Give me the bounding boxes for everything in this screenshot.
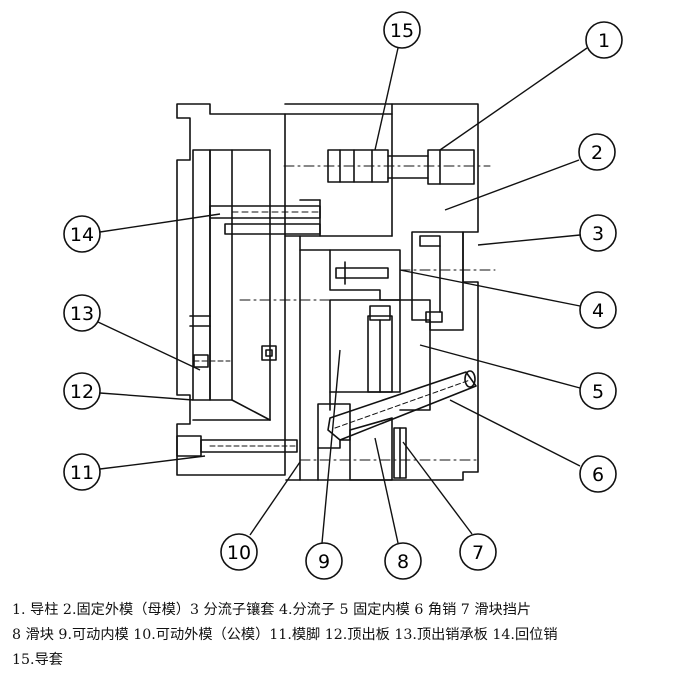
callout-number: 15 xyxy=(390,20,414,42)
callout-circle xyxy=(585,21,623,59)
callout-circle xyxy=(579,214,617,252)
callout-circle xyxy=(383,11,421,49)
callout-circle xyxy=(63,453,101,491)
leader-7 xyxy=(402,441,473,535)
angle-pin xyxy=(327,371,477,441)
callout-1: 1 xyxy=(585,21,623,59)
callout-15: 15 xyxy=(383,11,421,49)
leader-14 xyxy=(99,213,221,233)
callout-9: 9 xyxy=(305,542,343,580)
leader-11 xyxy=(99,455,206,470)
callout-number: 2 xyxy=(591,142,603,164)
leader-12 xyxy=(99,392,194,401)
callout-10: 10 xyxy=(220,533,258,571)
callout-number: 12 xyxy=(70,381,94,403)
leader-9 xyxy=(321,349,341,544)
callout-number: 10 xyxy=(227,542,251,564)
callout-6: 6 xyxy=(579,455,617,493)
callout-11: 11 xyxy=(63,453,101,491)
ejector-pin-plate xyxy=(209,149,233,401)
callout-circle xyxy=(578,133,616,171)
callout-number: 1 xyxy=(598,30,610,52)
callout-circle xyxy=(63,372,101,410)
callout-number: 6 xyxy=(592,464,604,486)
callout-5: 5 xyxy=(579,372,617,410)
leader-5 xyxy=(419,344,581,389)
leader-15 xyxy=(374,47,399,151)
callout-8: 8 xyxy=(384,542,422,580)
callout-circle xyxy=(305,542,343,580)
callout-circle xyxy=(63,294,101,332)
legend-line-3: 15.导套 xyxy=(12,652,63,668)
callout-circle xyxy=(579,455,617,493)
callout-2: 2 xyxy=(578,133,616,171)
callout-number: 3 xyxy=(592,223,604,245)
callout-number: 5 xyxy=(592,381,604,403)
callout-circle xyxy=(459,533,497,571)
leader-6 xyxy=(449,399,581,467)
callout-3: 3 xyxy=(579,214,617,252)
callout-number: 9 xyxy=(318,551,330,573)
callout-12: 12 xyxy=(63,372,101,410)
leader-1 xyxy=(439,47,588,151)
leader-2 xyxy=(444,159,580,211)
callout-13: 13 xyxy=(63,294,101,332)
callout-number: 4 xyxy=(592,300,604,322)
callout-number: 7 xyxy=(472,542,484,564)
leader-13 xyxy=(97,321,201,371)
callout-number: 13 xyxy=(70,303,94,325)
leader-3 xyxy=(477,234,581,246)
callout-number: 11 xyxy=(70,462,94,484)
sprue-puller xyxy=(329,249,401,301)
legend-line-2: 8 滑块 9.可动内模 10.可动外模（公模）11.模脚 12.顶出板 13.顶… xyxy=(12,627,558,643)
leader-4 xyxy=(399,269,581,307)
callout-4: 4 xyxy=(579,291,617,329)
leader-8 xyxy=(374,437,399,544)
callout-circle xyxy=(63,215,101,253)
fixed-outer-mold xyxy=(284,103,479,481)
callout-number: 8 xyxy=(397,551,409,573)
fixed-inner-mold xyxy=(329,299,401,393)
callout-14: 14 xyxy=(63,215,101,253)
legend-line-1: 1. 导柱 2.固定外模（母模）3 分流子镶套 4.分流子 5 固定内模 6 角… xyxy=(12,602,532,618)
callout-circle xyxy=(220,533,258,571)
callout-7: 7 xyxy=(459,533,497,571)
guide-pin xyxy=(427,149,475,185)
callout-number: 14 xyxy=(70,224,94,246)
callout-circle xyxy=(579,372,617,410)
left-plate-outline xyxy=(176,103,286,476)
legend-caption: 1. 导柱 2.固定外模（母模）3 分流子镶套 4.分流子 5 固定内模 6 角… xyxy=(12,598,672,673)
mold-foot-bolt xyxy=(176,435,202,457)
leader-10 xyxy=(249,461,301,536)
callout-circle xyxy=(579,291,617,329)
callout-circle xyxy=(384,542,422,580)
